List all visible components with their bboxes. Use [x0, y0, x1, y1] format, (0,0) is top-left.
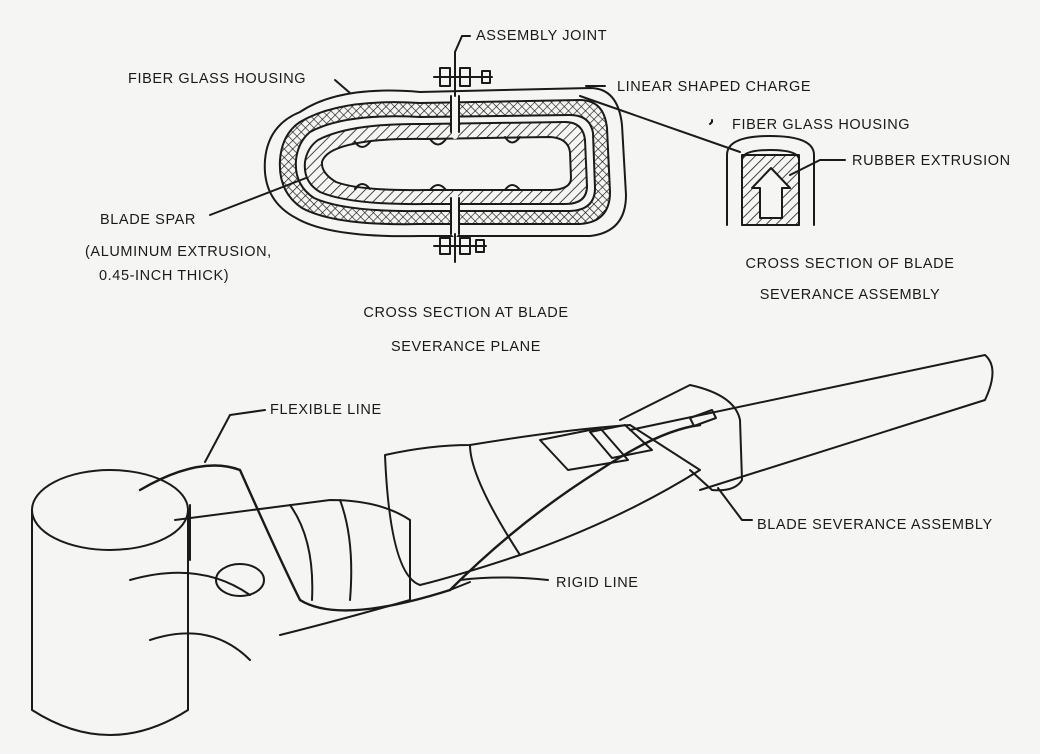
severance-assembly-detail	[726, 135, 815, 226]
detail-charge	[751, 167, 791, 219]
hub-shaft	[174, 499, 411, 636]
detail-caption-line1: CROSS SECTION OF BLADE	[745, 256, 955, 272]
assembly-joint-label: ASSEMBLY JOINT	[476, 28, 608, 44]
linear-shaped-charge-label: LINEAR SHAPED CHARGE	[617, 79, 812, 95]
blade-severance-assembly-label: BLADE SEVERANCE ASSEMBLY	[757, 517, 993, 533]
severance-sleeve	[619, 384, 743, 492]
detail-fiber-glass-housing-label: FIBER GLASS HOUSING	[732, 117, 911, 133]
flexible-line	[138, 464, 452, 612]
blade-spar-ring	[303, 121, 588, 206]
blade-spar-label: BLADE SPAR	[100, 212, 196, 228]
rigid-line-label: RIGID LINE	[556, 575, 639, 591]
spar-note-line2: 0.45-INCH THICK)	[99, 268, 230, 284]
rotor-blade-assembly	[31, 354, 994, 736]
linear-shaped-charge-band	[278, 99, 611, 226]
spar-note-line1: (ALUMINUM EXTRUSION,	[85, 244, 272, 260]
blade-cross-section	[263, 51, 627, 263]
housing-outline	[263, 87, 627, 238]
flexible-line-label: FLEXIBLE LINE	[270, 402, 382, 418]
top-joint-bolt	[433, 51, 493, 97]
detail-caption-line2: SEVERANCE ASSEMBLY	[759, 287, 941, 303]
leader-lines-lower	[204, 409, 753, 581]
section-caption-line2: SEVERANCE PLANE	[390, 339, 542, 355]
rotor-hub	[31, 469, 251, 736]
bottom-joint-bolt	[433, 233, 487, 263]
fiber-glass-housing-label: FIBER GLASS HOUSING	[128, 71, 307, 87]
leader-lines-upper	[209, 35, 846, 216]
rubber-extrusion-label: RUBBER EXTRUSION	[852, 153, 1011, 169]
rigid-line	[448, 423, 702, 592]
blade-cuff	[384, 424, 701, 586]
blade	[629, 354, 994, 491]
section-caption-line1: CROSS SECTION AT BLADE	[363, 305, 569, 321]
